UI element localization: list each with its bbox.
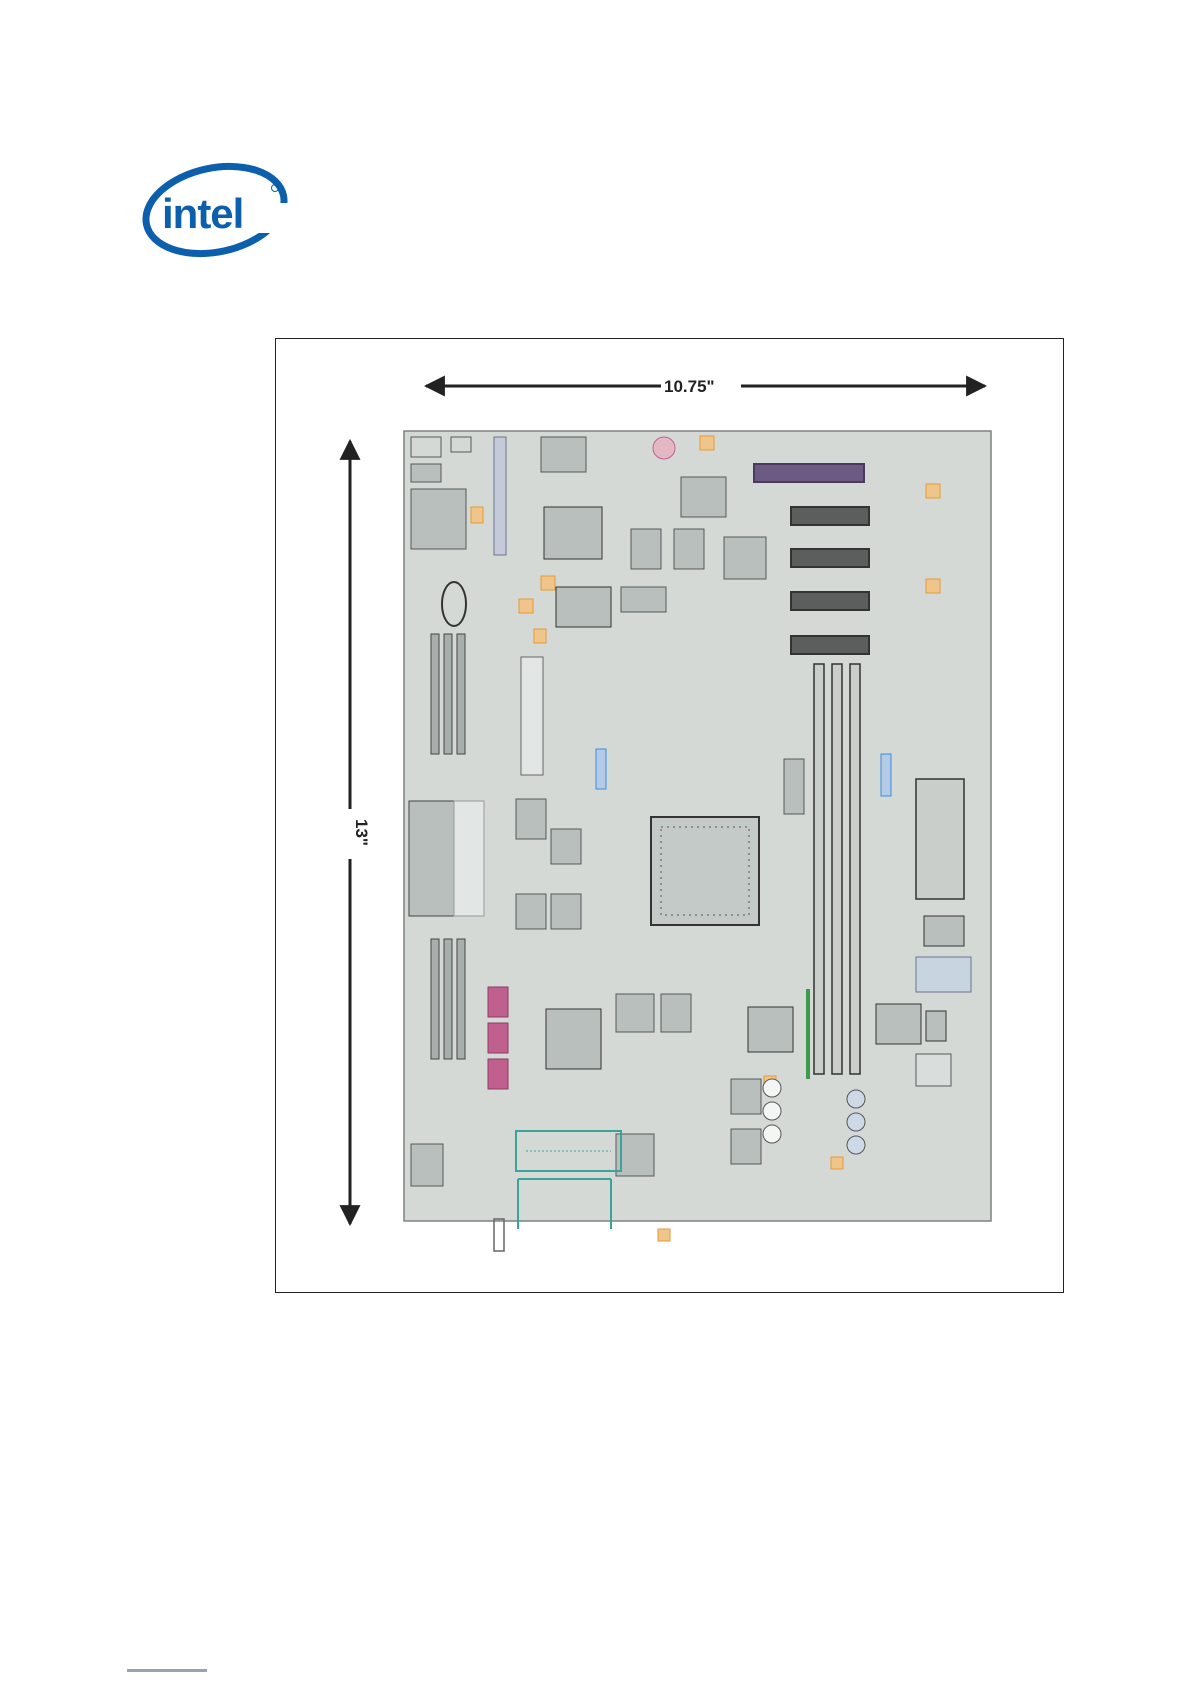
audio-port xyxy=(916,1054,951,1086)
component-chip xyxy=(516,799,546,839)
height-dimension: 13" xyxy=(350,441,371,1224)
component-chip xyxy=(731,1129,761,1164)
usb-port xyxy=(926,1011,946,1041)
memory-slot xyxy=(444,634,452,754)
green-contact-strip xyxy=(806,989,810,1079)
motherboard xyxy=(404,431,991,1241)
orange-capacitor xyxy=(831,1157,843,1169)
component-chip xyxy=(546,1009,601,1069)
component-chip xyxy=(631,529,661,569)
orange-capacitor xyxy=(541,576,555,590)
logo-wordmark: intel xyxy=(162,190,243,237)
blue-header xyxy=(881,754,891,796)
component-chip xyxy=(731,1079,761,1114)
orange-capacitor xyxy=(534,629,546,643)
memory-slot xyxy=(457,939,465,1059)
orange-capacitor xyxy=(926,579,940,593)
magenta-module xyxy=(488,1059,508,1089)
cooling-block xyxy=(454,801,484,916)
component-chip xyxy=(681,477,726,517)
component-chip xyxy=(541,437,586,472)
vertical-header xyxy=(494,437,506,555)
dimm-slot xyxy=(814,664,824,1074)
component-chip xyxy=(784,759,804,814)
electrolytic-capacitor xyxy=(847,1136,865,1154)
orange-capacitor xyxy=(658,1229,670,1241)
component-chip xyxy=(616,994,654,1032)
intel-logo: intel xyxy=(140,160,300,272)
component-chip xyxy=(551,894,581,929)
component-chip xyxy=(411,1144,443,1186)
pcie-slot xyxy=(791,507,869,525)
blue-header xyxy=(596,749,606,789)
width-dimension: 10.75" xyxy=(426,377,985,396)
electrolytic-capacitor xyxy=(847,1090,865,1108)
component-chip xyxy=(516,894,546,929)
cpu-socket xyxy=(651,817,759,925)
dimm-slot xyxy=(850,664,860,1074)
battery xyxy=(653,437,675,459)
component-chip xyxy=(674,529,704,569)
pcie-slot xyxy=(791,549,869,567)
bracket-tab xyxy=(494,1219,504,1251)
figure-frame: 10.75" 13" xyxy=(275,338,1064,1293)
component-chip xyxy=(621,587,666,612)
orange-capacitor xyxy=(519,599,533,613)
component-chip xyxy=(556,587,611,627)
memory-slot xyxy=(431,634,439,754)
board-dimension-diagram: 10.75" 13" xyxy=(276,339,1063,1292)
memory-slot xyxy=(431,939,439,1059)
pcie-slot xyxy=(791,636,869,654)
component-chip xyxy=(661,994,691,1032)
serial-port-connector xyxy=(916,779,964,899)
electrolytic-capacitor xyxy=(847,1113,865,1131)
magenta-module xyxy=(488,1023,508,1053)
memory-slot xyxy=(457,634,465,754)
power-connector xyxy=(521,657,543,775)
usb-port xyxy=(876,1004,921,1044)
component-chip xyxy=(551,829,581,864)
chipset xyxy=(748,1007,793,1052)
dimm-slot xyxy=(832,664,842,1074)
component-chip xyxy=(411,489,466,549)
pcie-slot xyxy=(754,464,864,482)
component-chip xyxy=(411,464,441,482)
cooling-block xyxy=(409,801,454,916)
component-chip xyxy=(724,537,766,579)
processor-chip xyxy=(544,507,602,559)
height-label: 13" xyxy=(352,819,371,846)
width-label: 10.75" xyxy=(664,377,715,396)
orange-capacitor xyxy=(700,436,714,450)
footer-rule xyxy=(127,1669,207,1672)
orange-capacitor xyxy=(471,507,483,523)
electrolytic-capacitor xyxy=(763,1102,781,1120)
io-connector xyxy=(924,916,964,946)
electrolytic-capacitor xyxy=(763,1125,781,1143)
ethernet-port xyxy=(916,957,971,992)
electrolytic-capacitor xyxy=(763,1079,781,1097)
pcie-slot xyxy=(791,592,869,610)
magenta-module xyxy=(488,987,508,1017)
memory-slot xyxy=(444,939,452,1059)
orange-capacitor xyxy=(926,484,940,498)
